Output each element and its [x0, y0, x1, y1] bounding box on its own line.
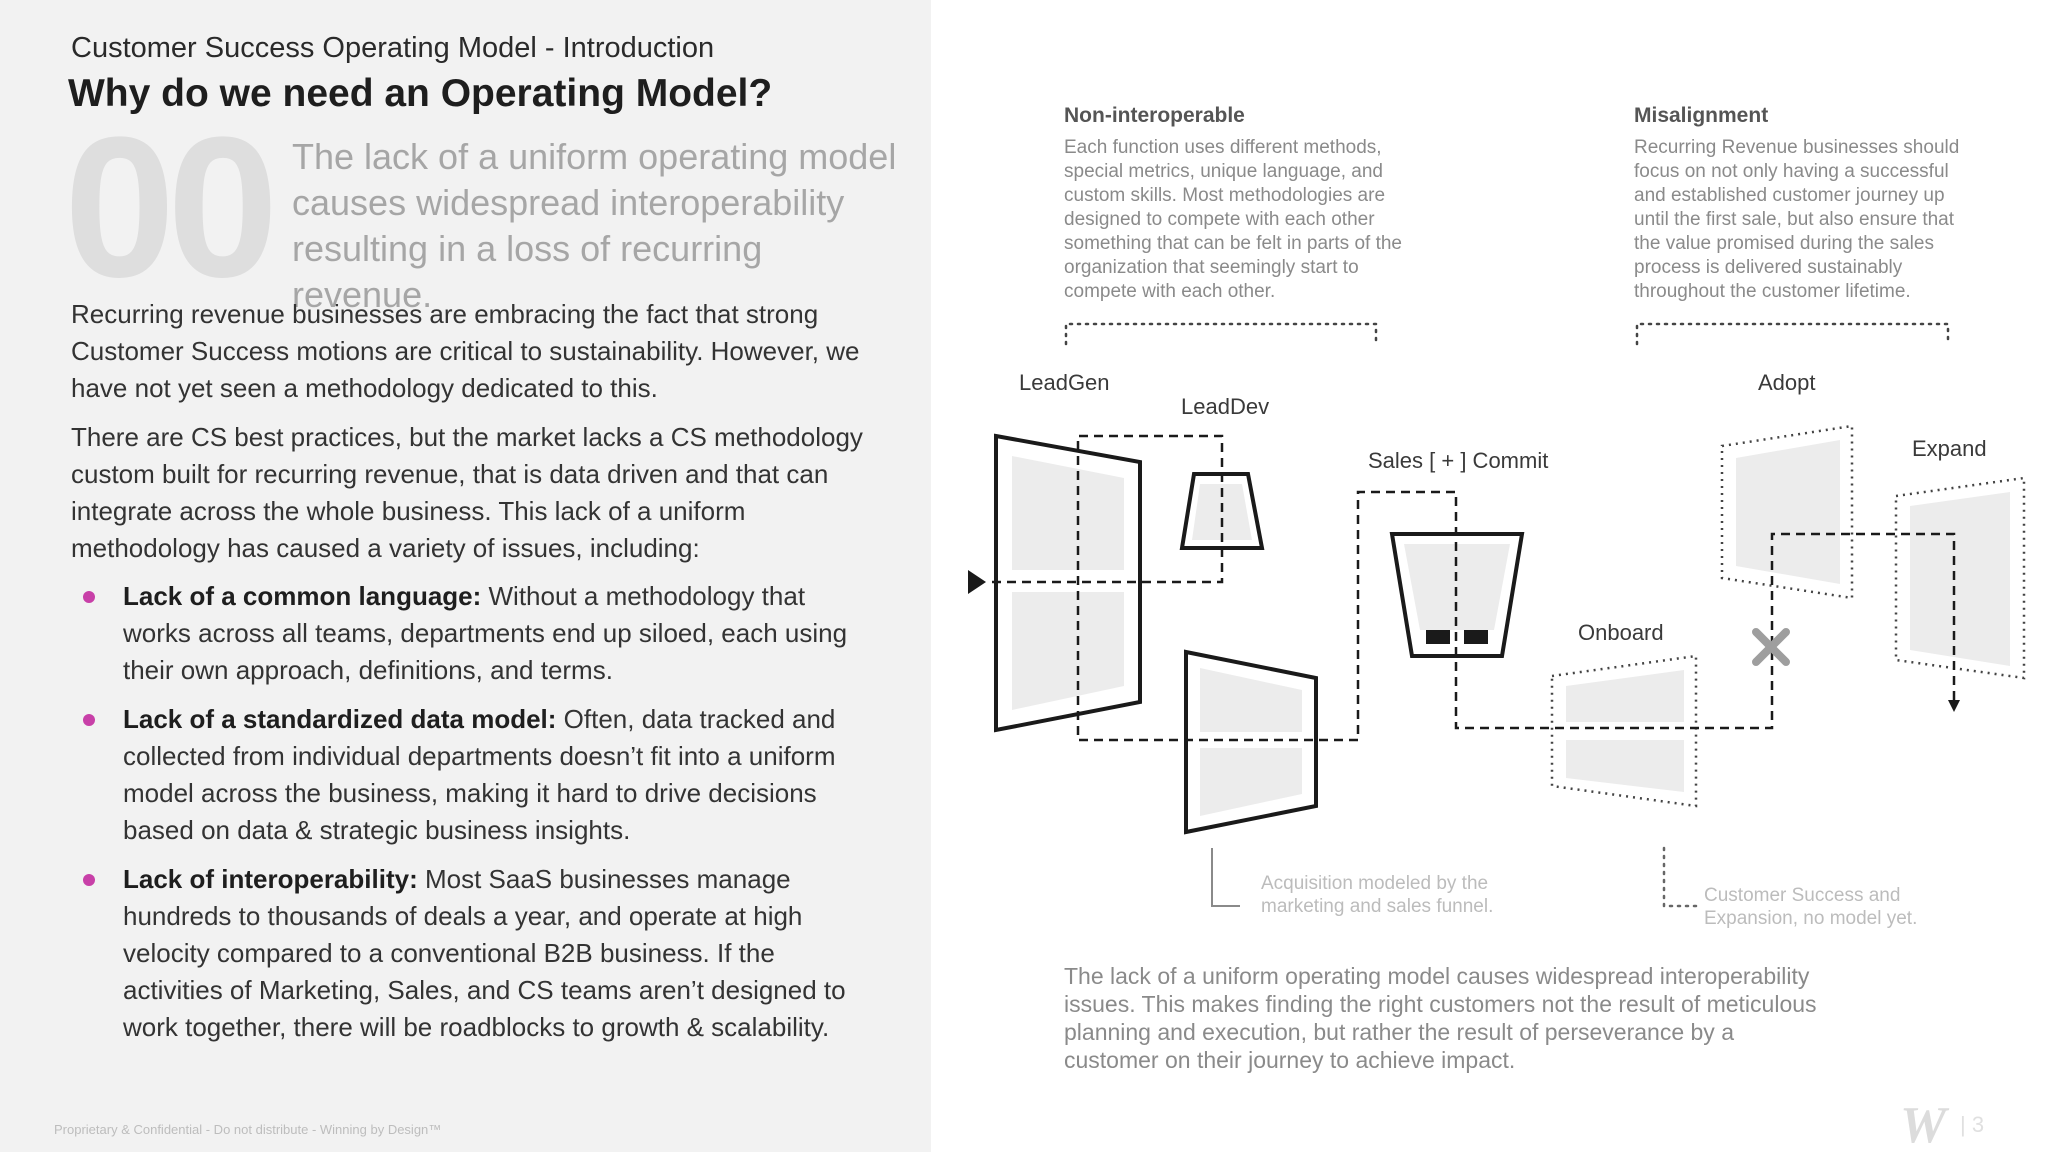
non-interoperable-bracket	[1064, 322, 1378, 346]
intro-paragraph-1: Recurring revenue businesses are embraci…	[71, 299, 860, 403]
bullet-text: Without a methodology that works across …	[123, 581, 848, 685]
bullet-text: Often, data tracked and collected from i…	[123, 704, 836, 845]
customer-success-annotation: Customer Success and Expansion, no model…	[1704, 885, 1918, 929]
expand-shape	[1894, 476, 2026, 680]
list-item: Lack of a common language: Without a met…	[71, 578, 871, 689]
bullet-term: Lack of a common language:	[123, 581, 482, 611]
misalignment-heading: Misalignment	[1634, 104, 1769, 127]
bullet-dot-icon	[83, 591, 95, 603]
list-item: Lack of interoperability: Most SaaS busi…	[71, 861, 871, 1046]
customer-success-leader-line	[1662, 846, 1698, 908]
stage-label-sales-commit: Sales [ + ] Commit	[1368, 448, 1549, 473]
misalignment-text: Recurring Revenue businesses should focu…	[1634, 137, 1960, 302]
lead-statement: The lack of a uniform operating model ca…	[292, 136, 897, 315]
winning-by-design-logo-icon: W	[1900, 1097, 1947, 1154]
journey-start-arrow-icon	[968, 570, 986, 594]
stage-label-adopt: Adopt	[1758, 370, 1816, 395]
bullet-dot-icon	[83, 874, 95, 886]
acquisition-annotation: Acquisition modeled by the marketing and…	[1261, 873, 1494, 917]
page-title: Why do we need an Operating Model?	[68, 72, 773, 115]
stage-label-onboard: Onboard	[1578, 620, 1664, 645]
onboard-shape	[1550, 654, 1698, 808]
adopt-shape	[1720, 424, 1854, 600]
customer-journey-path	[992, 434, 1956, 742]
stage-label-expand: Expand	[1912, 436, 1987, 461]
list-item: Lack of a standardized data model: Often…	[71, 701, 871, 849]
page-number: | 3	[1960, 1112, 1985, 1137]
qualify-shape	[1184, 649, 1318, 835]
bullet-term: Lack of interoperability:	[123, 864, 418, 894]
stage-label-leaddev: LeadDev	[1181, 394, 1270, 419]
acquisition-leader-line	[1211, 848, 1240, 907]
conclusion-text: The lack of a uniform operating model ca…	[1064, 963, 1817, 1073]
broken-link-x-icon	[1752, 628, 1790, 666]
intro-paragraph-2: There are CS best practices, but the mar…	[71, 422, 863, 563]
non-interoperable-text: Each function uses different methods, sp…	[1064, 137, 1402, 302]
bullet-term: Lack of a standardized data model:	[123, 704, 557, 734]
non-interoperable-heading: Non-interoperable	[1064, 104, 1245, 127]
bullet-dot-icon	[83, 714, 95, 726]
journey-end-arrow-icon	[1948, 700, 1960, 712]
issues-list: Lack of a common language: Without a met…	[71, 578, 871, 1058]
section-number: 00	[64, 96, 278, 319]
left-panel	[0, 0, 931, 1152]
confidential-footer: Proprietary & Confidential - Do not dist…	[54, 1122, 442, 1137]
stage-label-leadgen: LeadGen	[1019, 370, 1110, 395]
misalignment-bracket	[1635, 322, 1950, 346]
section-kicker: Customer Success Operating Model - Intro…	[71, 32, 715, 64]
bullet-text: Most SaaS businesses manage hundreds to …	[123, 864, 846, 1042]
